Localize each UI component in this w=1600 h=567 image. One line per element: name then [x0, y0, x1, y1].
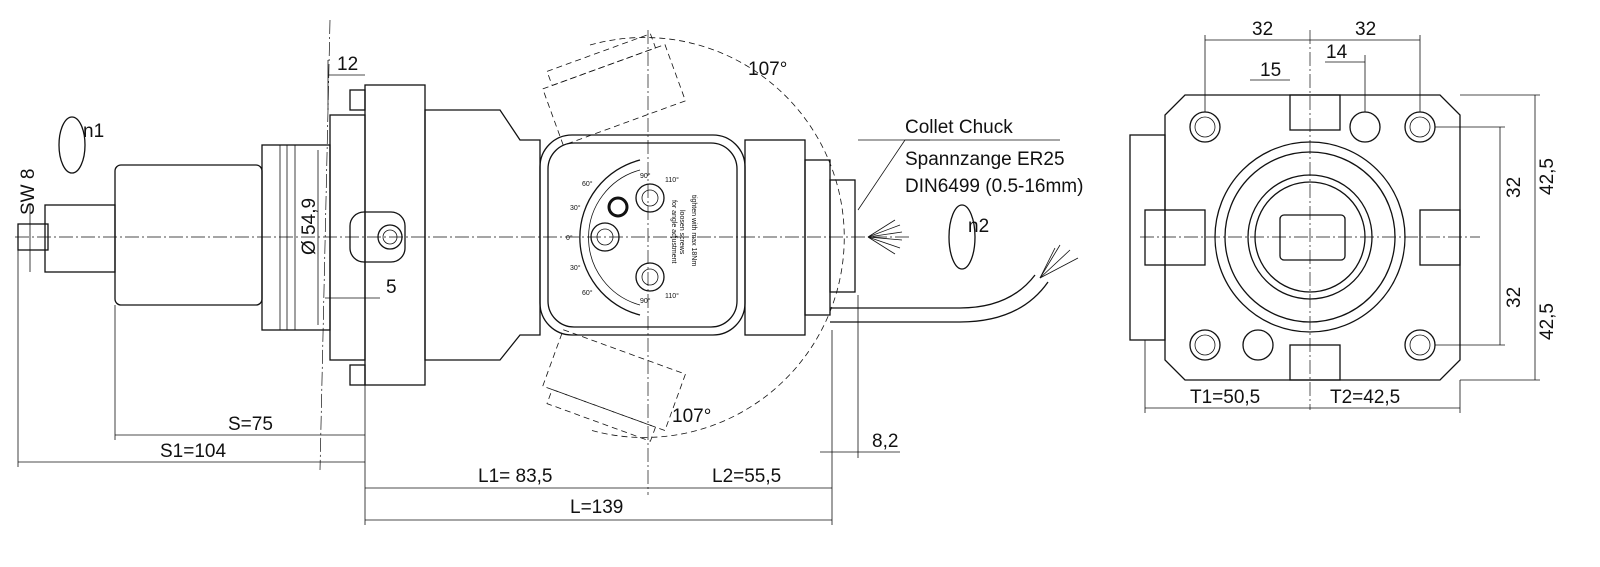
- collet-title: Collet Chuck: [905, 117, 1013, 138]
- side-block: [1129, 134, 1166, 341]
- cable-spray-icon: [1039, 244, 1079, 279]
- dial-tick: 110°: [665, 292, 679, 300]
- spindle-housing: [744, 139, 806, 336]
- drive-shaft: [44, 204, 116, 273]
- ghost-position-bottom: [542, 329, 686, 442]
- spindle-face: [1214, 141, 1406, 333]
- dim-5: 5: [386, 277, 397, 298]
- dim-l1: L1= 83,5: [478, 466, 553, 487]
- dial-tick: 0°: [566, 234, 573, 242]
- collet-spray-icon: [867, 219, 903, 255]
- angle-bottom: 107°: [672, 406, 711, 427]
- rotation-n1-icon: [58, 116, 86, 174]
- front-flange: [1164, 94, 1461, 381]
- mount-plate: [329, 114, 366, 361]
- dial-tick: 90°: [640, 172, 651, 180]
- dim-t1: T1=50,5: [1190, 387, 1260, 408]
- housing: [424, 109, 541, 361]
- label-n2: n2: [968, 216, 989, 237]
- angle-dial: 60° 30° 0° 30° 60° 90° 110° 90° 110° for…: [566, 159, 697, 316]
- dim-l2: L2=55,5: [712, 466, 781, 487]
- dim-sw8: SW 8: [18, 169, 39, 215]
- cable: [830, 274, 1036, 309]
- dial-tick: 60°: [582, 180, 593, 188]
- front-dimension-lines: [1144, 35, 1540, 413]
- dim-t2: T2=42,5: [1330, 387, 1400, 408]
- dial-instruction: tighten with max 18Nm: [690, 195, 697, 266]
- collet-nut: [829, 179, 856, 293]
- dial-instruction: for angle adjustment: [670, 200, 677, 263]
- clamp-block: [349, 211, 406, 263]
- dim-42-5-top: 42,5: [1537, 158, 1558, 195]
- swivel-arc: [589, 37, 845, 438]
- ghost-position-top: [542, 33, 686, 146]
- dim-32-right: 32: [1355, 19, 1376, 40]
- dim-l: L=139: [570, 497, 623, 518]
- side-view: 60° 30° 0° 30° 60° 90° 110° 90° 110° for…: [15, 19, 1083, 525]
- dial-tick: 60°: [582, 289, 593, 297]
- dial-tick: 110°: [665, 176, 679, 184]
- dim-s1: S1=104: [160, 441, 226, 462]
- dimension-lines: [17, 60, 1060, 525]
- dial-tick: 30°: [570, 204, 581, 212]
- front-view: 32 32 15 14 42,5 32 32 42,5 T1=50,5 T2=4…: [1129, 19, 1558, 413]
- dim-32-lower: 32: [1504, 287, 1525, 308]
- collet-din: DIN6499 (0.5-16mm): [905, 176, 1083, 197]
- rotation-n2-icon: [948, 204, 976, 270]
- collet-spec: Spannzange ER25: [905, 149, 1065, 170]
- dim-32-upper: 32: [1504, 177, 1525, 198]
- dial-tick: 30°: [570, 264, 581, 272]
- body-cylinder: [114, 164, 263, 306]
- dim-42-5-bottom: 42,5: [1537, 303, 1558, 340]
- dial-tick: 90°: [640, 297, 651, 305]
- hex-screw-icon: [377, 224, 403, 250]
- flange: [364, 84, 426, 386]
- dim-diameter: Ø 54,9: [299, 198, 320, 255]
- dim-15: 15: [1260, 60, 1281, 81]
- dim-s: S=75: [228, 414, 273, 435]
- drive-shaft-tip: [17, 223, 49, 251]
- dim-32-left: 32: [1252, 19, 1273, 40]
- drive-slot: [1279, 214, 1346, 261]
- bolt-holes: [1189, 111, 1436, 361]
- label-n1: n1: [83, 121, 104, 142]
- dim-8-2: 8,2: [872, 431, 898, 452]
- angle-top: 107°: [748, 59, 787, 80]
- dial-instruction: loosen screws: [678, 210, 685, 255]
- dim-12: 12: [337, 54, 358, 75]
- dim-14: 14: [1326, 42, 1348, 63]
